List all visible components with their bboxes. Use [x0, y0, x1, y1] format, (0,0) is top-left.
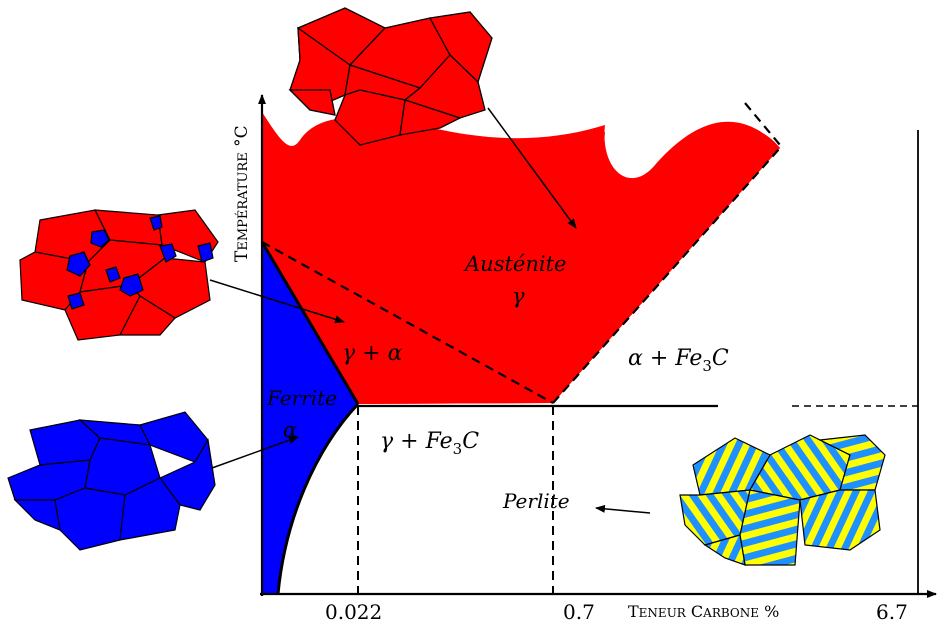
austenite-arrow: [487, 107, 577, 229]
perlite-arrow: [595, 504, 651, 514]
austenite-label: Austénite: [463, 252, 566, 276]
ferrite-solubility-curve: [276, 402, 360, 595]
austenite-grain-illustration: [288, 7, 493, 146]
gamma-alpha-grain-illustration: [19, 209, 219, 341]
ferrite-arrow: [211, 436, 299, 469]
austenite-region-edge: [262, 112, 780, 404]
x-tick-0022: 0.022: [325, 600, 382, 623]
ferrite-symbol: α: [283, 418, 297, 442]
ferrite-solvus-line: [260, 241, 360, 405]
perlite-grain-illustration: [679, 434, 886, 566]
gamma-alpha-label: γ + α: [342, 341, 403, 366]
gamma-alpha-arrow: [209, 279, 345, 324]
acm-dashed-line: [552, 147, 781, 404]
alpha-fe3c-label: α + Fe3C: [628, 346, 729, 375]
ferrite-label: Ferrite: [266, 386, 337, 410]
gamma-fe3c-label: γ + Fe3C: [380, 429, 479, 458]
ferrite-region: [262, 242, 358, 594]
austenite-symbol: γ: [512, 284, 525, 308]
y-axis-label: TEMPÉRATURE °C: [232, 125, 252, 262]
ferrite-grain-illustration: [7, 411, 216, 551]
perlite-label: Perlite: [502, 489, 570, 513]
a3-dashed-line: [261, 241, 554, 404]
x-axis-label: TENEUR CARBONE %: [628, 602, 779, 621]
x-tick-07: 0.7: [563, 600, 595, 623]
x-tick-67: 6.7: [876, 600, 908, 623]
svg-text:TEMPÉRATURE °C: TEMPÉRATURE °C: [232, 125, 252, 262]
acm-dashed-top: [744, 102, 781, 146]
